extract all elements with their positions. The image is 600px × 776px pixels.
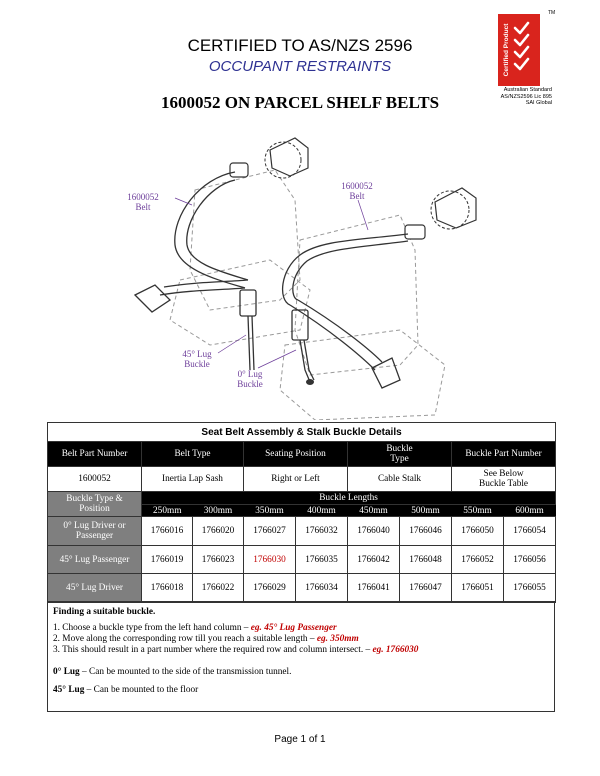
callout-belt-left-part: 1600052 [127, 192, 159, 202]
trademark-symbol: TM [548, 10, 556, 16]
callout-belt-left: 1600052 Belt [118, 192, 168, 212]
callout-belt-right: 1600052 Belt [332, 181, 382, 201]
table-cell: 1766055 [502, 573, 557, 603]
callout-lug45-line2: Buckle [184, 359, 210, 369]
table-cell: 1766052 [451, 545, 504, 574]
lengths-label: Buckle Lengths [140, 491, 557, 505]
table-row: 45° Lug Driver 1766018 1766022 1766029 1… [47, 573, 557, 603]
certification-title: CERTIFIED TO AS/NZS 2596 [187, 36, 413, 55]
lug45-description: – Can be mounted to the floor [84, 685, 199, 695]
lug0-note: 0° Lug – Can be mounted to the side of t… [53, 667, 291, 677]
table-cell: 1766022 [192, 573, 244, 603]
seatbelt-diagram: 1600052 Belt 1600052 Belt 45° Lug Buckle… [100, 130, 520, 421]
callout-lug0: 0° Lug Buckle [225, 369, 275, 389]
badge-caption: Australian Standard AS/NZS2596 Lic 895 S… [480, 87, 552, 107]
table-row: 0° Lug Driver or Passenger 1766016 17660… [47, 516, 557, 546]
table-cell: 1766035 [295, 545, 348, 574]
lug45-note: 45° Lug – Can be mounted to the floor [53, 685, 198, 695]
table-cell: 1766046 [399, 516, 452, 546]
table-cell: 1766020 [192, 516, 244, 546]
table-row: 45° Lug Passenger 1766019 1766023 176603… [47, 545, 557, 574]
table-cell: 1766023 [192, 545, 244, 574]
badge-vertical-label: Certified Product [503, 23, 510, 77]
certified-product-badge: Certified Product [498, 14, 540, 86]
category-subtitle: OCCUPANT RESTRAINTS [208, 58, 392, 75]
callout-belt-right-label: Belt [349, 191, 365, 201]
instructions-box: Finding a suitable buckle. 1. Choose a b… [47, 601, 555, 712]
page-number: Page 1 of 1 [274, 734, 326, 745]
instruction-step-2: 2. Move along the corresponding row till… [53, 634, 359, 644]
table-cell: 1766032 [295, 516, 348, 546]
length-header: 600mm [503, 504, 556, 517]
info-belt-type: Inertia Lap Sash [141, 466, 244, 492]
table-cell: 1766054 [502, 516, 557, 546]
table-cell: 1766050 [451, 516, 504, 546]
table-cell: 1766051 [451, 573, 504, 603]
length-header: 300mm [192, 504, 244, 517]
length-header: 450mm [347, 504, 400, 517]
table-cell: 1766042 [347, 545, 400, 574]
header-belt-part-number: Belt Part Number [47, 441, 142, 467]
highlighted-cell: 1766030 [243, 545, 296, 574]
seatbelt-illustration [133, 137, 477, 421]
callout-lug45-line1: 45° Lug [182, 349, 212, 359]
step-3-example: eg. 1766030 [372, 645, 419, 655]
table-cell: 1766029 [243, 573, 296, 603]
callout-lug0-line1: 0° Lug [237, 369, 263, 379]
instruction-step-1: 1. Choose a buckle type from the left ha… [53, 623, 337, 633]
table-cell: 1766016 [141, 516, 193, 546]
callout-belt-left-label: Belt [135, 202, 151, 212]
row-label-lug45-driver: 45° Lug Driver [47, 573, 142, 603]
info-belt-part-number: 1600052 [47, 466, 142, 492]
lug0-description: – Can be mounted to the side of the tran… [79, 667, 292, 677]
table-cell: 1766034 [295, 573, 348, 603]
info-buckle-type: Cable Stalk [347, 466, 452, 492]
step-1-example: eg. 45° Lug Passenger [250, 623, 337, 633]
buckle-details-table: Seat Belt Assembly & Stalk Buckle Detail… [46, 422, 557, 603]
callout-lug0-line2: Buckle [237, 379, 263, 389]
header-buckle-type: Buckle Type [347, 441, 452, 467]
header-buckle-part-number: Buckle Part Number [450, 441, 557, 467]
callout-lug45: 45° Lug Buckle [172, 349, 222, 369]
lug45-term: 45° Lug [53, 685, 85, 695]
instruction-step-3: 3. This should result in a part number w… [53, 645, 418, 655]
table-cell: 1766019 [141, 545, 193, 574]
lug0-term: 0° Lug [53, 667, 80, 677]
badge-caption-line3: SAI Global [525, 100, 552, 106]
table-cell: 1766018 [141, 573, 193, 603]
badge-caption-line1: Australian Standard [503, 87, 552, 93]
step-3-text: 3. This should result in a part number w… [53, 645, 371, 655]
instructions-heading: Finding a suitable buckle. [53, 607, 156, 617]
header-belt-type: Belt Type [141, 441, 244, 467]
length-header: 350mm [243, 504, 296, 517]
step-1-text: 1. Choose a buckle type from the left ha… [53, 623, 249, 633]
info-buckle-part-number: See Below Buckle Table [450, 466, 557, 492]
table-cell: 1766040 [347, 516, 400, 546]
length-header: 500mm [399, 504, 452, 517]
row-label-lug45-passenger: 45° Lug Passenger [47, 545, 142, 574]
table-caption: Seat Belt Assembly & Stalk Buckle Detail… [46, 422, 557, 442]
table-cell: 1766048 [399, 545, 452, 574]
badge-caption-line2: AS/NZS2596 Lic 895 [500, 93, 552, 100]
length-header: 250mm [141, 504, 193, 517]
callout-belt-right-part: 1600052 [341, 181, 373, 191]
info-seating-position: Right or Left [243, 466, 348, 492]
table-cell: 1766047 [399, 573, 452, 603]
row-head-label: Buckle Type & Position [47, 491, 142, 517]
length-header: 550mm [451, 504, 504, 517]
step-2-example: eg. 350mm [316, 634, 359, 644]
header-seating-position: Seating Position [243, 441, 348, 467]
table-cell: 1766027 [243, 516, 296, 546]
table-cell: 1766056 [502, 545, 557, 574]
row-label-lug0: 0° Lug Driver or Passenger [47, 516, 142, 546]
checkmark-logo-icon: Certified Product [503, 21, 530, 77]
length-header: 400mm [295, 504, 348, 517]
step-2-text: 2. Move along the corresponding row till… [53, 634, 315, 644]
table-cell: 1766041 [347, 573, 400, 603]
document-title: 1600052 ON PARCEL SHELF BELTS [160, 93, 440, 112]
